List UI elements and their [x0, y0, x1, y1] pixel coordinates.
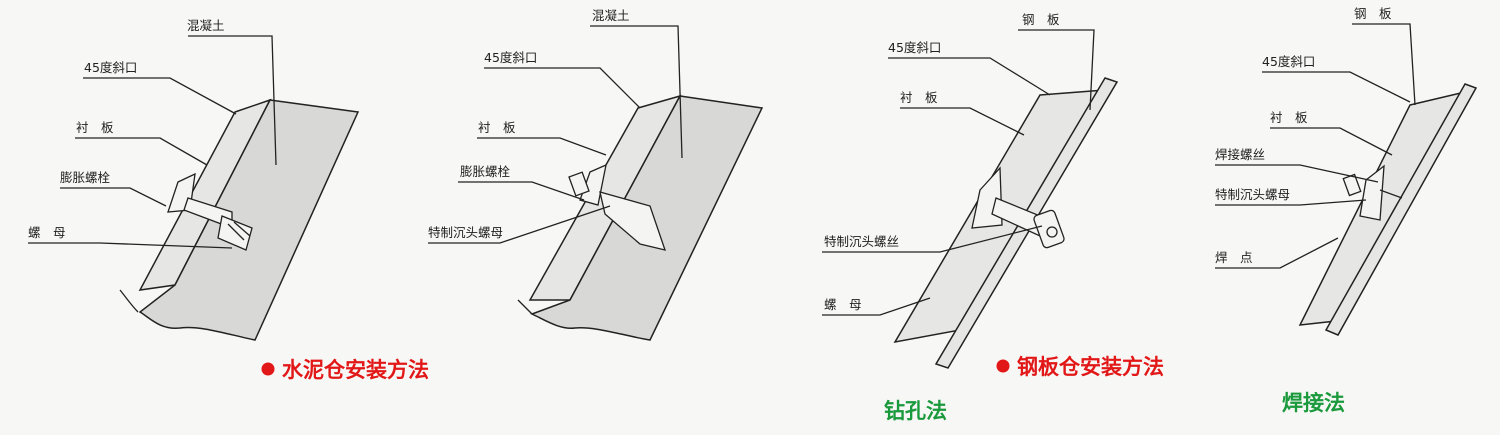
label-nut: 螺 母	[824, 297, 862, 312]
caption-cement-method: 水泥仓安装方法	[261, 358, 429, 382]
label-bevel: 45度斜口	[484, 50, 537, 65]
label-bevel: 45度斜口	[888, 40, 941, 55]
label-weld-screw: 焊接螺丝	[1215, 147, 1265, 162]
diagram-cement-expansion-bolt: 混凝土 45度斜口 衬 板 膨胀螺栓 螺 母	[28, 18, 360, 341]
diagram-cement-countersunk: 混凝土 45度斜口 衬 板 膨胀螺栓 特制沉头螺母	[428, 8, 764, 341]
label-weld-point: 焊 点	[1215, 250, 1253, 265]
label-concrete: 混凝土	[187, 18, 225, 33]
label-expansion-bolt: 膨胀螺栓	[60, 170, 111, 185]
label-liner: 衬 板	[1270, 110, 1308, 125]
weld-screw-shank	[1379, 189, 1403, 199]
caption-steel-method: 钢板仓安装方法	[996, 355, 1164, 379]
countersunk-sleeve	[599, 191, 666, 251]
bolt-cap	[568, 171, 590, 197]
red-bullet-icon	[996, 359, 1010, 373]
label-countersunk-bolt: 特制沉头螺母	[428, 225, 503, 240]
concrete-wall	[138, 99, 360, 341]
steel-plate	[1324, 83, 1478, 336]
label-liner: 衬 板	[76, 120, 114, 135]
label-bevel: 45度斜口	[1262, 54, 1315, 69]
caption-drilling: 钻孔法	[884, 399, 947, 423]
expansion-sleeve	[217, 215, 253, 251]
label-expansion-bolt: 膨胀螺栓	[460, 164, 511, 179]
screw-cap	[1342, 173, 1362, 197]
label-steel-plate: 钢 板	[1354, 6, 1392, 21]
caption-cement-text: 水泥仓安装方法	[282, 358, 429, 382]
caption-steel-text: 钢板仓安装方法	[1017, 355, 1164, 379]
label-countersunk-screw: 特制沉头螺丝	[824, 234, 899, 249]
label-bevel: 45度斜口	[84, 60, 137, 75]
red-bullet-icon	[261, 362, 275, 376]
label-concrete: 混凝土	[592, 8, 630, 23]
caption-welding: 焊接法	[1282, 391, 1345, 415]
label-liner: 衬 板	[900, 90, 938, 105]
nut-bore	[1046, 226, 1058, 238]
label-liner: 衬 板	[478, 120, 516, 135]
label-countersunk-nut: 特制沉头螺母	[1215, 187, 1290, 202]
label-nut: 螺 母	[28, 225, 66, 240]
screw-head	[1359, 164, 1385, 221]
diagram-steel-drilling: 钢 板 45度斜口 衬 板 特制沉头螺丝 螺 母	[822, 12, 1119, 369]
diagram-steel-welding: 钢 板 45度斜口 衬 板 焊接螺丝 特制沉头螺母 焊 点	[1215, 6, 1478, 336]
label-steel-plate: 钢 板	[1022, 12, 1060, 27]
